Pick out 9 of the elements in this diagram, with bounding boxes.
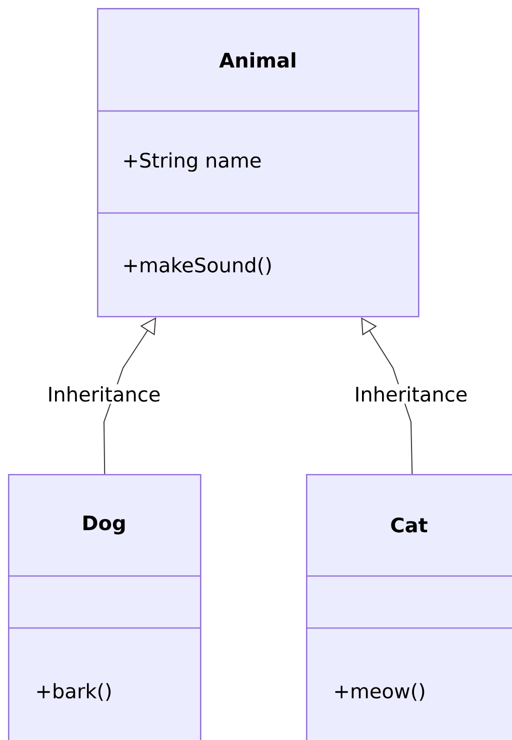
class-name: Cat (391, 517, 428, 533)
edge-label: Inheritance (45, 384, 163, 404)
edge-label: Inheritance (352, 384, 470, 404)
class-member: +makeSound() (124, 257, 271, 275)
class-member: +bark() (37, 683, 111, 701)
class-member: +String name (124, 152, 261, 172)
class-name: Animal (219, 52, 296, 68)
class-member: +meow() (335, 683, 424, 701)
class-name: Dog (84, 516, 125, 534)
